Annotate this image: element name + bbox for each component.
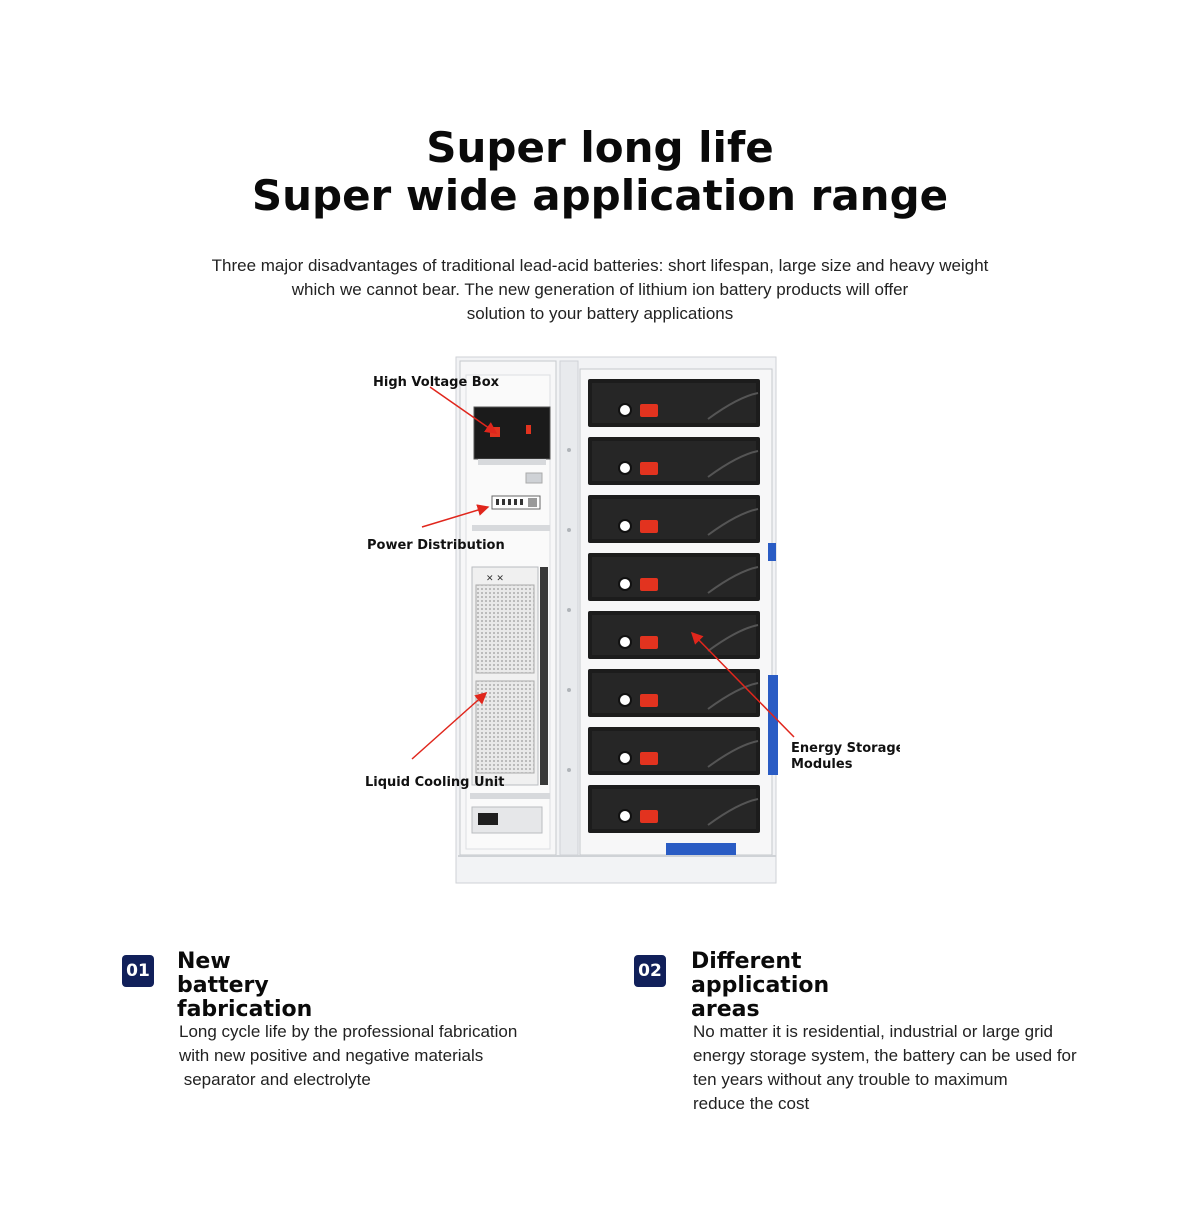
feature-description: No matter it is residential, industrial …: [693, 1020, 1077, 1116]
feature-title: Different application areas: [691, 950, 829, 1022]
arrow-liquid-cooling-unit: [411, 692, 488, 760]
arrow-power-distribution: [421, 504, 490, 528]
feature-description-line: reduce the cost: [693, 1094, 810, 1113]
feature-description-line: separator and electrolyte: [179, 1070, 371, 1089]
intro-line: solution to your battery applications: [466, 304, 734, 323]
energy-storage-module: [588, 611, 760, 659]
feature-description: Long cycle life by the professional fabr…: [179, 1020, 517, 1092]
feature-title-line: fabrication: [177, 997, 313, 1022]
arrow-energy-storage-modules: [690, 631, 795, 738]
high-voltage-box: [473, 406, 551, 460]
feature-description-line: ten years without any trouble to maximum: [693, 1070, 1008, 1089]
feature-description-line: energy storage system, the battery can b…: [693, 1046, 1077, 1065]
feature-title-line: New battery: [177, 949, 269, 998]
intro-line: Three major disadvantages of traditional…: [211, 256, 989, 275]
label-high-voltage-box: High Voltage Box: [373, 375, 500, 390]
label-liquid-cooling-unit: Liquid Cooling Unit: [365, 775, 504, 790]
feature-title-line: application areas: [691, 973, 830, 1022]
feature-description-line: with new positive and negative materials: [179, 1046, 484, 1065]
energy-storage-module: [588, 727, 760, 775]
label-energy-storage-line-2: Modules: [791, 757, 853, 772]
energy-storage-module: [588, 553, 760, 601]
label-energy-storage-line-1: Energy Storage: [791, 741, 900, 756]
energy-storage-module: [588, 437, 760, 485]
battery-cabinet-diagram: ✕ ✕: [365, 356, 900, 884]
energy-storage-module: [588, 669, 760, 717]
arrow-high-voltage-box: [429, 386, 498, 434]
feature-description-line: No matter it is residential, industrial …: [693, 1022, 1053, 1041]
page-title-line-1: Super long life: [426, 123, 774, 172]
feature-number-badge: 02: [634, 955, 666, 987]
feature-title-line: Different: [691, 949, 802, 974]
page-title-line-2: Super wide application range: [251, 171, 949, 220]
feature-number-badge: 01: [122, 955, 154, 987]
energy-storage-module: [588, 379, 760, 427]
label-power-distribution: Power Distribution: [367, 538, 505, 553]
svg-text:✕ ✕: ✕ ✕: [486, 574, 504, 584]
feature-description-line: Long cycle life by the professional fabr…: [179, 1022, 518, 1041]
module-stack: [588, 379, 760, 833]
intro-line: which we cannot bear. The new generation…: [291, 280, 909, 299]
intro-paragraph: Three major disadvantages of traditional…: [150, 254, 1050, 326]
energy-storage-module: [588, 785, 760, 833]
energy-storage-module: [588, 495, 760, 543]
feature-title: New battery fabrication: [177, 950, 312, 1022]
